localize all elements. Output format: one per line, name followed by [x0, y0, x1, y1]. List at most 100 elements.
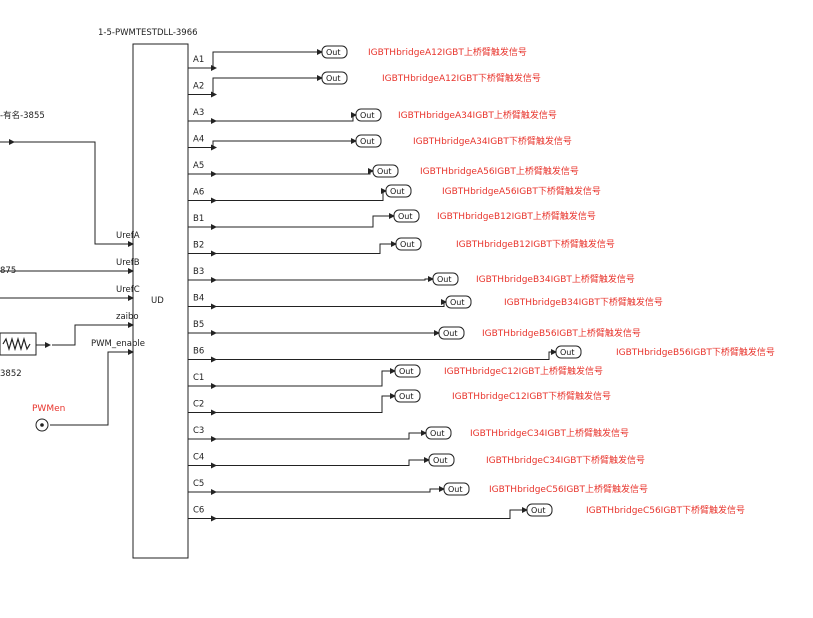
- wire-pwm-enable: [50, 349, 134, 426]
- output-pin-label: C4: [193, 453, 204, 463]
- wire-urefa-main: [8, 141, 134, 247]
- carrier-source-block[interactable]: [0, 332, 51, 356]
- left-label-top: -有名-3855: [0, 110, 45, 121]
- wire-zaibo: [52, 322, 134, 346]
- pwm-test-block[interactable]: [132, 43, 189, 559]
- svg-text:Out: Out: [326, 48, 341, 57]
- svg-text:Out: Out: [448, 485, 463, 494]
- signal-label: IGBTHbridgeC34IGBT上桥臂触发信号: [470, 427, 629, 439]
- output-pin-label: A6: [193, 188, 204, 198]
- svg-text:Out: Out: [531, 506, 546, 515]
- out-port-a3[interactable]: Out: [355, 108, 382, 122]
- out-port-c6[interactable]: Out: [526, 503, 553, 517]
- output-pin-label: C5: [193, 479, 204, 489]
- signal-label: IGBTHbridgeA56IGBT上桥臂触发信号: [420, 165, 579, 177]
- output-pin-label: A4: [193, 135, 204, 145]
- out-port-b1[interactable]: Out: [393, 209, 420, 223]
- output-wire: [188, 112, 357, 122]
- output-pin-label: A1: [193, 55, 204, 65]
- svg-text:Out: Out: [560, 348, 575, 357]
- output-wire: [188, 486, 445, 493]
- output-row-c4: C4 Out IGBTHbridgeC34IGBT下桥臂触发信号: [188, 453, 645, 469]
- svg-text:Out: Out: [443, 329, 458, 338]
- out-port-c3[interactable]: Out: [425, 426, 452, 440]
- out-port-a2[interactable]: Out: [321, 71, 348, 85]
- output-pin-label: B1: [193, 214, 204, 224]
- svg-text:Out: Out: [399, 392, 414, 401]
- input-label-zaibo: zaibo: [116, 312, 139, 322]
- output-wire: [188, 75, 323, 95]
- signal-label: IGBTHbridgeC12IGBT上桥臂触发信号: [444, 365, 603, 377]
- output-wire: [188, 393, 396, 413]
- output-wire: [188, 507, 528, 519]
- out-port-a1[interactable]: Out: [321, 45, 348, 59]
- out-port-c1[interactable]: Out: [394, 364, 421, 378]
- out-port-c5[interactable]: Out: [443, 482, 470, 496]
- block-title: 1-5-PWMTESTDLL-3966: [98, 28, 198, 38]
- out-port-b5[interactable]: Out: [438, 326, 465, 340]
- out-port-a4[interactable]: Out: [355, 134, 382, 148]
- out-port-b4[interactable]: Out: [445, 295, 472, 309]
- out-port-a5[interactable]: Out: [372, 164, 399, 178]
- signal-label: IGBTHbridgeB34IGBT上桥臂触发信号: [476, 273, 635, 285]
- signal-label: IGBTHbridgeA34IGBT上桥臂触发信号: [398, 109, 557, 121]
- signal-label: IGBTHbridgeB56IGBT上桥臂触发信号: [482, 327, 641, 339]
- input-label-pwm-enable: PWM_enable: [91, 339, 145, 349]
- sawtooth-icon: [2, 336, 31, 352]
- output-wire: [188, 299, 447, 307]
- out-port-c2[interactable]: Out: [394, 389, 421, 403]
- signal-label: IGBTHbridgeC56IGBT上桥臂触发信号: [489, 483, 648, 495]
- output-row-a3: A3 Out IGBTHbridgeA34IGBT上桥臂触发信号: [188, 108, 557, 124]
- signal-label: IGBTHbridgeB12IGBT下桥臂触发信号: [456, 238, 615, 250]
- output-pin-label: B5: [193, 320, 204, 330]
- out-port-b2[interactable]: Out: [395, 237, 422, 251]
- output-wire: [188, 188, 387, 201]
- input-label-urefa: UrefA: [116, 231, 140, 241]
- out-port-a6[interactable]: Out: [385, 184, 412, 198]
- left-label-3852: 3852: [0, 369, 22, 379]
- output-pin-label: A3: [193, 108, 204, 118]
- out-port-c4[interactable]: Out: [428, 453, 455, 467]
- signal-label: IGBTHbridgeC34IGBT下桥臂触发信号: [486, 454, 645, 466]
- output-wire: [188, 49, 323, 69]
- output-wire: [188, 349, 557, 360]
- output-wire: [188, 276, 434, 282]
- output-pin-label: B3: [193, 267, 204, 277]
- output-row-c3: C3 Out IGBTHbridgeC34IGBT上桥臂触发信号: [188, 426, 629, 442]
- out-port-b6[interactable]: Out: [555, 345, 582, 359]
- svg-text:Out: Out: [400, 240, 415, 249]
- output-wire: [188, 241, 397, 254]
- input-label-urefc: UrefC: [116, 285, 140, 295]
- output-wire: [188, 430, 427, 440]
- signal-label: IGBTHbridgeA34IGBT下桥臂触发信号: [413, 135, 572, 147]
- signal-label: IGBTHbridgeC12IGBT下桥臂触发信号: [452, 390, 611, 402]
- output-pin-label: B2: [193, 241, 204, 251]
- output-pin-label: B4: [193, 294, 204, 304]
- svg-text:Out: Out: [433, 456, 448, 465]
- svg-text:Out: Out: [399, 367, 414, 376]
- out-port-b3[interactable]: Out: [432, 272, 459, 286]
- signal-label: IGBTHbridgeB56IGBT下桥臂触发信号: [616, 346, 775, 358]
- svg-text:Out: Out: [326, 74, 341, 83]
- output-pin-label: C3: [193, 426, 204, 436]
- left-label-875: 875: [0, 266, 16, 276]
- svg-text:Out: Out: [360, 137, 375, 146]
- svg-text:Out: Out: [377, 167, 392, 176]
- output-wire: [188, 368, 396, 387]
- output-wire: [188, 213, 395, 228]
- port-dot-icon: [40, 423, 44, 427]
- output-wire: [188, 457, 430, 466]
- pwmen-port[interactable]: [35, 418, 49, 432]
- input-label-urefb: UrefB: [116, 258, 140, 268]
- svg-text:Out: Out: [360, 111, 375, 120]
